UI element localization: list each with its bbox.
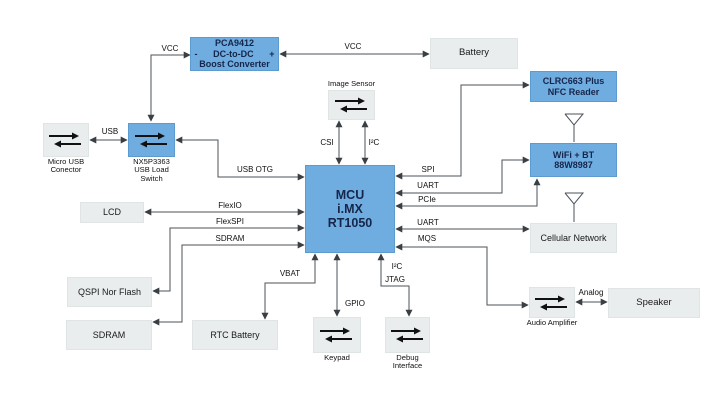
bidirectional-arrows-icon [390,327,423,343]
block-usb-load-switch: NX5P3363 USB Load Switch [128,123,175,183]
wire-spi-nfc [395,81,530,180]
bidirectional-arrows-icon [334,97,367,113]
bidirectional-arrows-icon [49,132,81,148]
block-label: Audio Amplifier [526,318,578,327]
block-nfc-reader: CLRC663 Plus NFC Reader [530,71,617,102]
wifi-antenna-icon [564,113,585,142]
bidirectional-arrows-icon [134,132,167,148]
block-battery: Battery [430,38,518,69]
block-qspi-nor-flash: QSPI Nor Flash [67,277,152,307]
block-label: Image Sensor [327,78,376,88]
block-image-sensor: Image Sensor [328,79,375,120]
block-title: RTC Battery [210,329,260,340]
block-subtitle: Boost Converter [199,59,270,70]
block-title: PCA9412 [214,38,255,49]
block-title: MCU [335,188,365,202]
bus-label-flexspi: FlexSPI [215,217,244,226]
wire-sdram [152,241,305,326]
block-title: SDRAM [92,329,126,340]
bus-label-usb-otg: USB OTG [236,165,273,174]
block-title: LCD [102,207,121,218]
bus-label-i2c-top: I²C [368,138,380,147]
block-subtitle: 88W8987 [554,160,593,170]
block-label: Interface [392,361,423,371]
wire-vbat [261,253,319,320]
block-title: WiFi + BT [552,149,595,160]
bus-label-jtag: JTAG [385,275,405,284]
bidirectional-arrows-icon [320,327,352,343]
minus-terminal: - [194,48,198,59]
wire-pcie-wifi [395,178,541,210]
bidirectional-arrows-icon [535,295,567,310]
block-rtc-battery: RTC Battery [192,320,278,350]
wire-mqs-audio [395,243,529,309]
bus-label-vcc-left: VCC [161,44,179,53]
bus-label-i2c-bottom: I²C [391,262,403,271]
block-label: USB Load [134,165,169,175]
bus-label-vcc-right: VCC [344,42,362,51]
block-speaker: Speaker [608,288,700,318]
bus-label-uart-cellular: UART [417,218,439,227]
block-micro-usb-connector: Micro USB Conector [43,123,89,174]
block-title: CLRC663 Plus [542,76,605,86]
bus-label-vbat: VBAT [279,269,301,278]
block-label: Debug [396,353,419,362]
block-label: Conector [50,165,82,175]
block-label: NX5P3363 [133,157,170,166]
block-title: Battery [458,47,490,59]
block-subtitle: i.MX [337,202,363,216]
bus-label-pcie: PCIe [418,195,436,204]
block-wifi-bt: WiFi + BT 88W8987 [530,143,617,177]
wire-jtag [377,253,413,317]
bus-label-analog: Analog [578,288,604,297]
block-debug-interface: Debug Interface [385,317,430,370]
block-subtitle: NFC Reader [547,86,600,97]
bus-label-csi: CSI [320,138,334,147]
block-keypad: Keypad [313,317,361,362]
block-subtitle: DC-to-DC [213,48,254,59]
block-title: Speaker [636,296,672,308]
bus-label-usb: USB [101,127,119,136]
block-mcu: MCU i.MX RT1050 [305,165,395,253]
wire-vcc-switch-boost [147,51,191,122]
block-subtitle: RT1050 [327,216,373,230]
wire-usb-otg [175,136,305,181]
block-title: Cellular Network [540,232,607,243]
block-label: Keypad [324,353,350,362]
cellular-antenna-icon [564,192,585,222]
bus-label-flexio: FlexIO [218,201,242,210]
block-label: Micro USB [47,157,85,166]
block-boost-converter: PCA9412 - DC-to-DC + Boost Converter [190,37,279,71]
bus-label-gpio: GPIO [344,299,365,308]
bus-label-uart-wifi: UART [417,181,439,190]
block-lcd: LCD [80,202,144,223]
bus-label-mqs: MQS [417,234,437,243]
bus-label-sdram: SDRAM [215,234,245,243]
bus-label-spi: SPI [421,165,435,174]
block-sdram: SDRAM [66,320,152,350]
block-title: QSPI Nor Flash [77,286,142,297]
block-cellular-network: Cellular Network [530,223,617,253]
plus-terminal: + [269,48,275,59]
block-audio-amplifier: Audio Amplifier [527,287,577,327]
block-label: Switch [140,173,163,183]
